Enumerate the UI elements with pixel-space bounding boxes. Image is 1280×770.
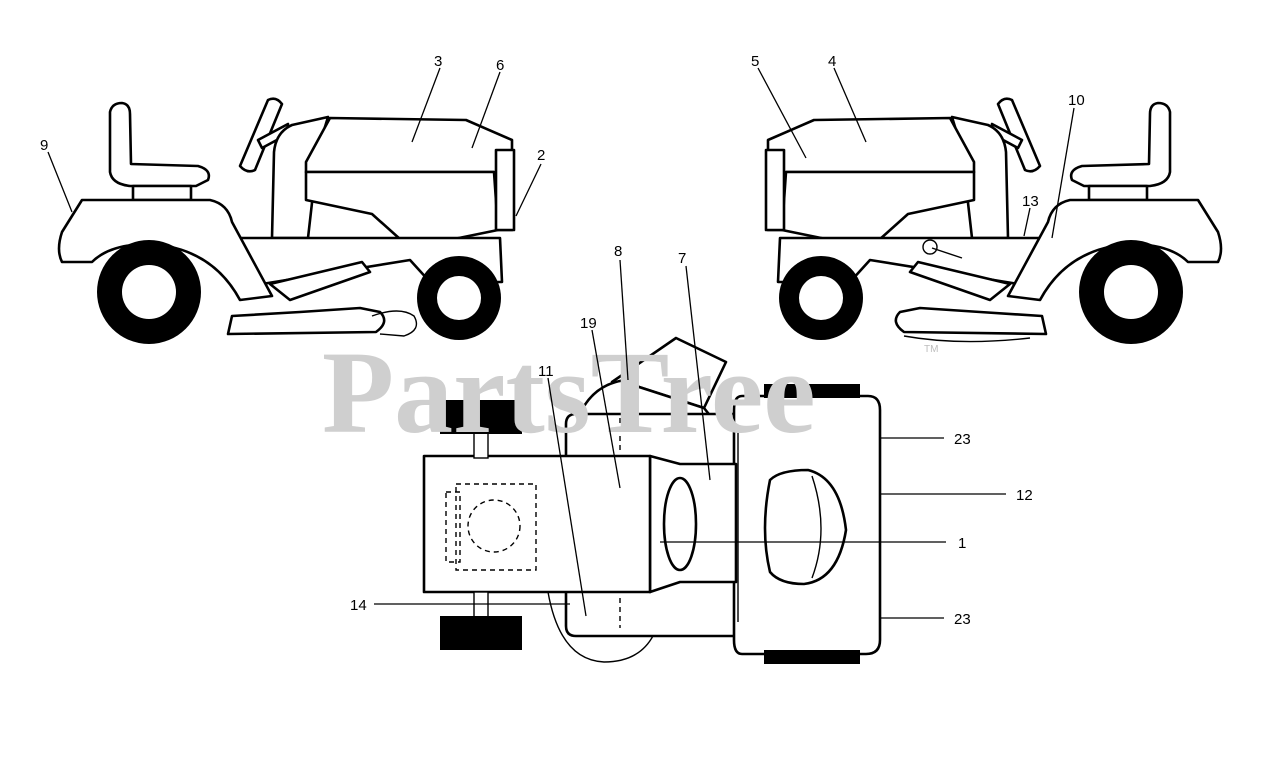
top-steering-hub (662, 476, 698, 572)
left-side-view (57, 97, 516, 344)
callout-23-top: 23 (954, 431, 971, 448)
callout-3: 3 (434, 53, 442, 70)
right-seat (1069, 101, 1172, 188)
callout-8: 7 (678, 250, 686, 267)
left-steering-wheel (238, 97, 284, 173)
callout-11: 11 (538, 363, 554, 380)
right-foot-pedal (908, 260, 1012, 302)
right-deck-skirt (903, 335, 1031, 343)
right-mower-deck (894, 306, 1048, 336)
left-mower-deck (226, 306, 386, 336)
callout-1: 1 (958, 535, 966, 552)
left-grille (494, 148, 516, 232)
top-chute-arc (576, 378, 714, 420)
right-seat-base (1087, 184, 1149, 202)
top-rear-tire-upper (440, 400, 522, 434)
watermark-trademark: TM (924, 344, 938, 355)
right-side-view (764, 97, 1223, 344)
top-seat-box (422, 454, 652, 594)
callout-5: 5 (751, 53, 759, 70)
right-hood-lower (780, 170, 976, 250)
callout-12: 12 (1016, 487, 1033, 504)
left-deck-handle (371, 310, 418, 337)
callout-19: 19 (580, 315, 597, 332)
callout-labels: 3 6 2 9 5 4 10 13 8 7 19 11 23 12 1 23 1… (40, 53, 1085, 628)
top-view (422, 336, 882, 664)
right-grille (764, 148, 786, 232)
top-front-tire-upper (764, 384, 860, 398)
top-grille (763, 468, 848, 586)
top-seat-pan (455, 483, 537, 571)
top-seat-circle (467, 499, 521, 553)
left-foot-pedal (268, 260, 372, 302)
top-rear-tire-lower (440, 616, 522, 650)
callout-23-bot: 23 (954, 611, 971, 628)
callout-14: 14 (350, 597, 367, 614)
callout-6: 6 (496, 57, 504, 74)
callout-2: 2 (537, 147, 545, 164)
left-hood-lower (304, 170, 500, 250)
right-steering-wheel (996, 97, 1042, 173)
watermark: PartsTree (322, 327, 816, 458)
callout-10: 10 (1068, 92, 1085, 109)
leader-lines (47, 67, 1075, 619)
callout-4: 4 (828, 53, 836, 70)
callout-9: 9 (40, 137, 48, 154)
left-seat (108, 101, 211, 188)
left-seat-base (131, 184, 193, 202)
callout-7: 8 (614, 243, 622, 260)
callout-13: 13 (1022, 193, 1039, 210)
top-front-tire-lower (764, 650, 860, 664)
top-deck-curve (547, 591, 655, 663)
right-lever-knob (922, 239, 938, 255)
